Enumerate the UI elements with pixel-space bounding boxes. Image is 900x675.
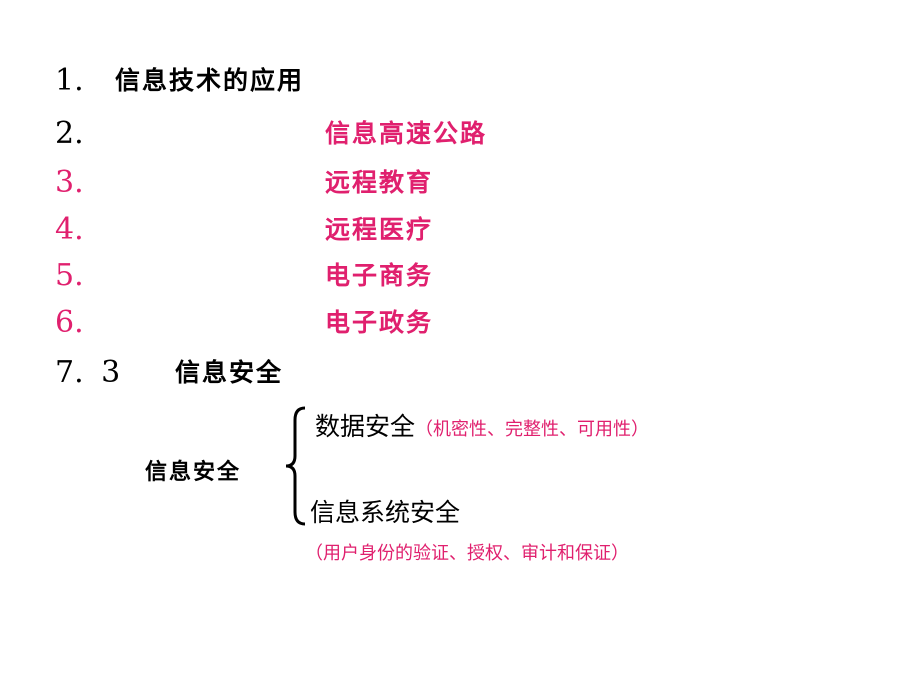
item-5-text: 电子商务 [325,261,434,290]
item-7-number: 7. 3 [55,355,121,390]
branch-system-security-label: 信息系统安全 [310,498,461,527]
item-3-number: 3. [55,165,84,200]
branch-data-security: 数据安全（机密性、完整性、可用性） [315,410,649,447]
item-2-number: 2. [55,116,84,151]
branch-data-security-label: 数据安全 [315,412,416,441]
curly-brace [285,406,306,526]
branch-system-security-detail: （用户身份的验证、授权、审计和保证） [305,543,629,564]
diagram-root-label: 信息安全 [145,460,242,485]
item-4-number: 4. [55,212,84,247]
item-3-text: 远程教育 [325,168,434,197]
item-5-number: 5. [55,258,84,293]
item-1-number: 1. [55,63,84,98]
item-6-text: 电子政务 [325,308,434,337]
branch-data-security-detail: （机密性、完整性、可用性） [415,419,650,440]
item-4-text: 远程医疗 [325,215,434,244]
item-6-number: 6. [55,305,84,340]
branch-system-security: 信息系统安全 [310,496,460,530]
item-7-text: 信息安全 [175,358,284,387]
item-1-text: 信息技术的应用 [115,66,305,95]
item-2-text: 信息高速公路 [325,119,488,148]
